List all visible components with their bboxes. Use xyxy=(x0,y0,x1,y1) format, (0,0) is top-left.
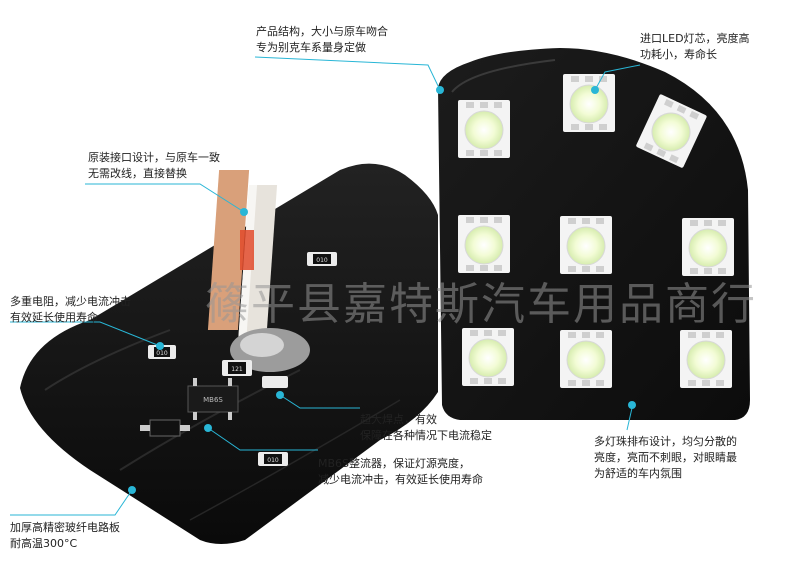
connector-blade xyxy=(207,170,310,372)
annotation-line: 耐高温300°C xyxy=(10,537,78,550)
shop-watermark: 篠平县嘉特斯汽车用品商行 xyxy=(205,279,757,330)
annotation-solder: 超大焊点，有效 保障在各种情况下电流稳定 xyxy=(360,412,492,444)
annotation-line: MB6S整流器，保证灯源亮度， xyxy=(318,457,471,470)
annotation-line: 产品结构，大小与原车吻合 xyxy=(256,25,388,38)
callout-dot-rectifier xyxy=(204,424,212,432)
annotation-structure: 产品结构，大小与原车吻合 专为别克车系量身定做 xyxy=(256,24,388,56)
annotation-line: 多重电阻，减少电流冲击 xyxy=(10,295,131,308)
rectifier-chip-label: MB6S xyxy=(203,396,223,404)
connector-base xyxy=(207,170,250,330)
callout-line-layout xyxy=(626,407,633,431)
annotation-line: 为舒适的车内氛围 xyxy=(594,467,682,480)
annotation-line: 原装接口设计，与原车一致 xyxy=(88,151,220,164)
annotation-resistor: 多重电阻，减少电流冲击 有效延长使用寿命 xyxy=(10,294,131,326)
resistor-r3-label: 121 xyxy=(231,366,243,373)
annotation-line: 减少电流冲击，有效延长使用寿命 xyxy=(318,473,483,486)
resistor-r1-label: 010 xyxy=(316,257,328,264)
led-chip xyxy=(682,218,734,276)
callout-dot-structure xyxy=(436,86,444,94)
annotation-line: 超大焊点，有效 xyxy=(360,413,437,426)
callout-line-solder xyxy=(279,394,360,409)
callout-line-resistor xyxy=(10,321,161,347)
resistor-r1: 010 xyxy=(307,252,337,266)
callout-dot-interface xyxy=(240,208,248,216)
led-chip xyxy=(680,330,732,388)
led-chip xyxy=(462,328,514,386)
led-chip xyxy=(636,94,707,168)
resistor-r4: 010 xyxy=(258,452,288,466)
callout-dot-led-chip xyxy=(591,86,599,94)
led-chip xyxy=(458,100,510,158)
capacitor xyxy=(262,376,288,388)
smd-components: 010 010 121 MB6S 010 xyxy=(140,252,337,466)
resistor-r3: 121 xyxy=(222,360,252,376)
led-chip xyxy=(560,330,612,388)
annotation-line: 亮度，亮而不刺眼，对眼睛最 xyxy=(594,451,737,464)
annotation-rectifier: MB6S整流器，保证灯源亮度， 减少电流冲击，有效延长使用寿命 xyxy=(318,456,483,488)
callout-dot-solder xyxy=(276,391,284,399)
annotation-line: 进口LED灯芯，亮度高 xyxy=(640,32,750,45)
annotation-line: 有效延长使用寿命 xyxy=(10,311,98,324)
led-chip xyxy=(563,74,615,132)
callout-dot-resistor xyxy=(156,342,164,350)
resistor-r2-label: 010 xyxy=(156,350,168,357)
callout-line-led-chip xyxy=(594,64,641,91)
callout-line-rectifier xyxy=(207,427,318,451)
led-chip xyxy=(560,216,612,274)
annotation-layout: 多灯珠排布设计，均匀分散的 亮度，亮而不刺眼，对眼睛最 为舒适的车内氛围 xyxy=(594,434,737,482)
led-chip xyxy=(458,215,510,273)
callout-line-interface xyxy=(85,183,245,213)
callout-lines xyxy=(10,56,641,516)
annotation-pcb: 加厚高精密玻纤电路板 耐高温300°C xyxy=(10,520,120,552)
connector-copper xyxy=(240,230,254,270)
led-array xyxy=(458,74,734,388)
resistor-r4-label: 010 xyxy=(267,457,279,464)
annotation-line: 功耗小，寿命长 xyxy=(640,48,717,61)
diode xyxy=(140,419,190,437)
callout-dot-layout xyxy=(628,401,636,409)
pcb-trace xyxy=(44,329,171,391)
annotation-line: 专为别克车系量身定做 xyxy=(256,41,366,54)
callout-dots xyxy=(128,86,636,494)
solder-joint-highlight xyxy=(240,333,284,357)
annotation-line: 多灯珠排布设计，均匀分散的 xyxy=(594,435,737,448)
resistor-r2: 010 xyxy=(148,345,176,359)
callout-line-structure xyxy=(254,56,441,91)
pcb-trace xyxy=(189,399,401,521)
annotation-line: 无需改线，直接替换 xyxy=(88,167,187,180)
pcb-trace xyxy=(451,59,556,93)
annotation-line: 保障在各种情况下电流稳定 xyxy=(360,429,492,442)
annotation-interface: 原装接口设计，与原车一致 无需改线，直接替换 xyxy=(88,150,220,182)
annotation-line: 加厚高精密玻纤电路板 xyxy=(10,521,120,534)
callout-line-pcb xyxy=(10,489,133,516)
callout-dot-pcb xyxy=(128,486,136,494)
annotation-led-chip: 进口LED灯芯，亮度高 功耗小，寿命长 xyxy=(640,31,750,63)
rectifier-chip: MB6S xyxy=(187,378,239,420)
